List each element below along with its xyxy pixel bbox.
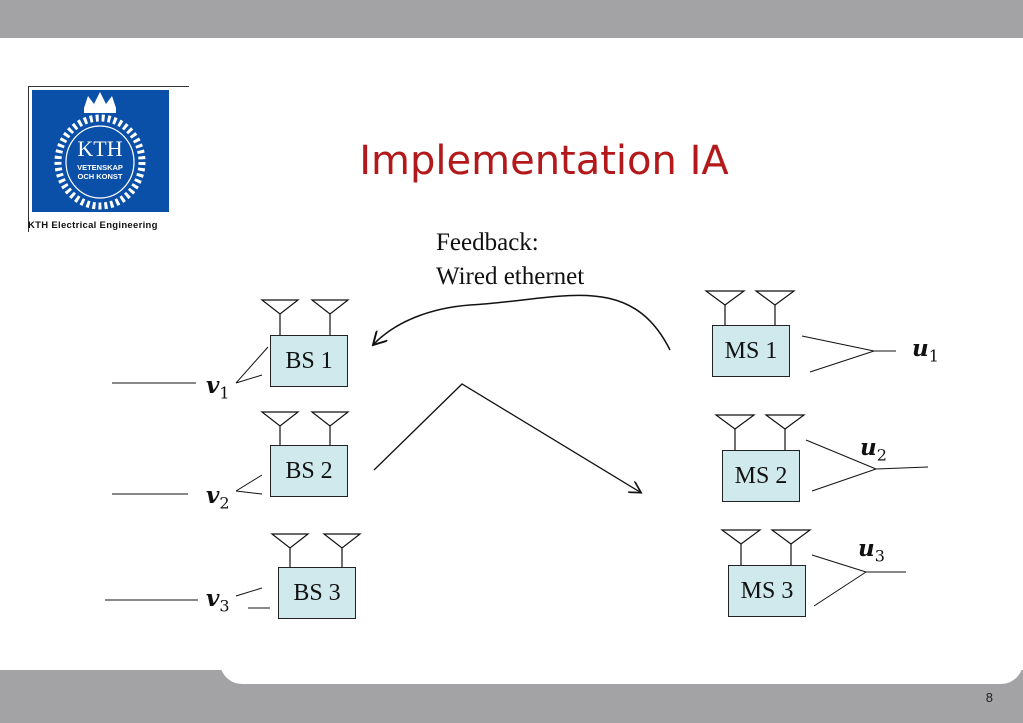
ms-output-lines (801, 335, 929, 607)
kth-logo: KTH VETENSKAP OCH KONST (28, 86, 189, 232)
ms3-antennas (720, 529, 812, 565)
feedback-arrow (374, 294, 671, 351)
kth-logo-emblem: KTH VETENSKAP OCH KONST (32, 90, 169, 212)
page-number: 8 (985, 690, 993, 705)
svg-text:VETENSKAP: VETENSKAP (77, 163, 123, 172)
svg-text:OCH KONST: OCH KONST (78, 172, 123, 181)
bottom-panel-curve (220, 660, 1023, 684)
base-station-2: BS 2 (270, 445, 348, 497)
slide-title: Implementation IA (359, 138, 729, 184)
signal-v2: v2 (206, 482, 230, 513)
mobile-station-1: MS 1 (712, 325, 790, 377)
slide-panel (0, 38, 1023, 688)
feedback-line-1: Feedback: (436, 229, 539, 256)
mobile-station-3: MS 3 (728, 565, 806, 617)
signal-v3: v3 (206, 585, 230, 616)
top-panel-curve (220, 40, 1023, 70)
bs1-antennas (260, 299, 350, 335)
feedback-label: Feedback: Wired ethernet (436, 226, 584, 294)
transmission-arrow (373, 383, 640, 492)
bs2-antennas (260, 411, 350, 445)
signal-u1: u1 (912, 335, 939, 366)
svg-text:KTH: KTH (77, 136, 122, 161)
logo-caption: KTH Electrical Engineering (28, 220, 158, 231)
kth-crest-icon: KTH VETENSKAP OCH KONST (54, 92, 146, 210)
bs3-antennas (270, 533, 362, 567)
ms2-antennas (714, 414, 806, 450)
signal-u3: u3 (858, 535, 885, 566)
signal-u2: u2 (860, 434, 887, 465)
ms1-antennas (704, 290, 796, 325)
signal-v1: v1 (206, 372, 230, 403)
base-station-1: BS 1 (270, 335, 348, 387)
feedback-line-2: Wired ethernet (436, 263, 585, 290)
mobile-station-2: MS 2 (722, 450, 800, 502)
base-station-3: BS 3 (278, 567, 356, 619)
bs-input-lines (105, 346, 270, 609)
